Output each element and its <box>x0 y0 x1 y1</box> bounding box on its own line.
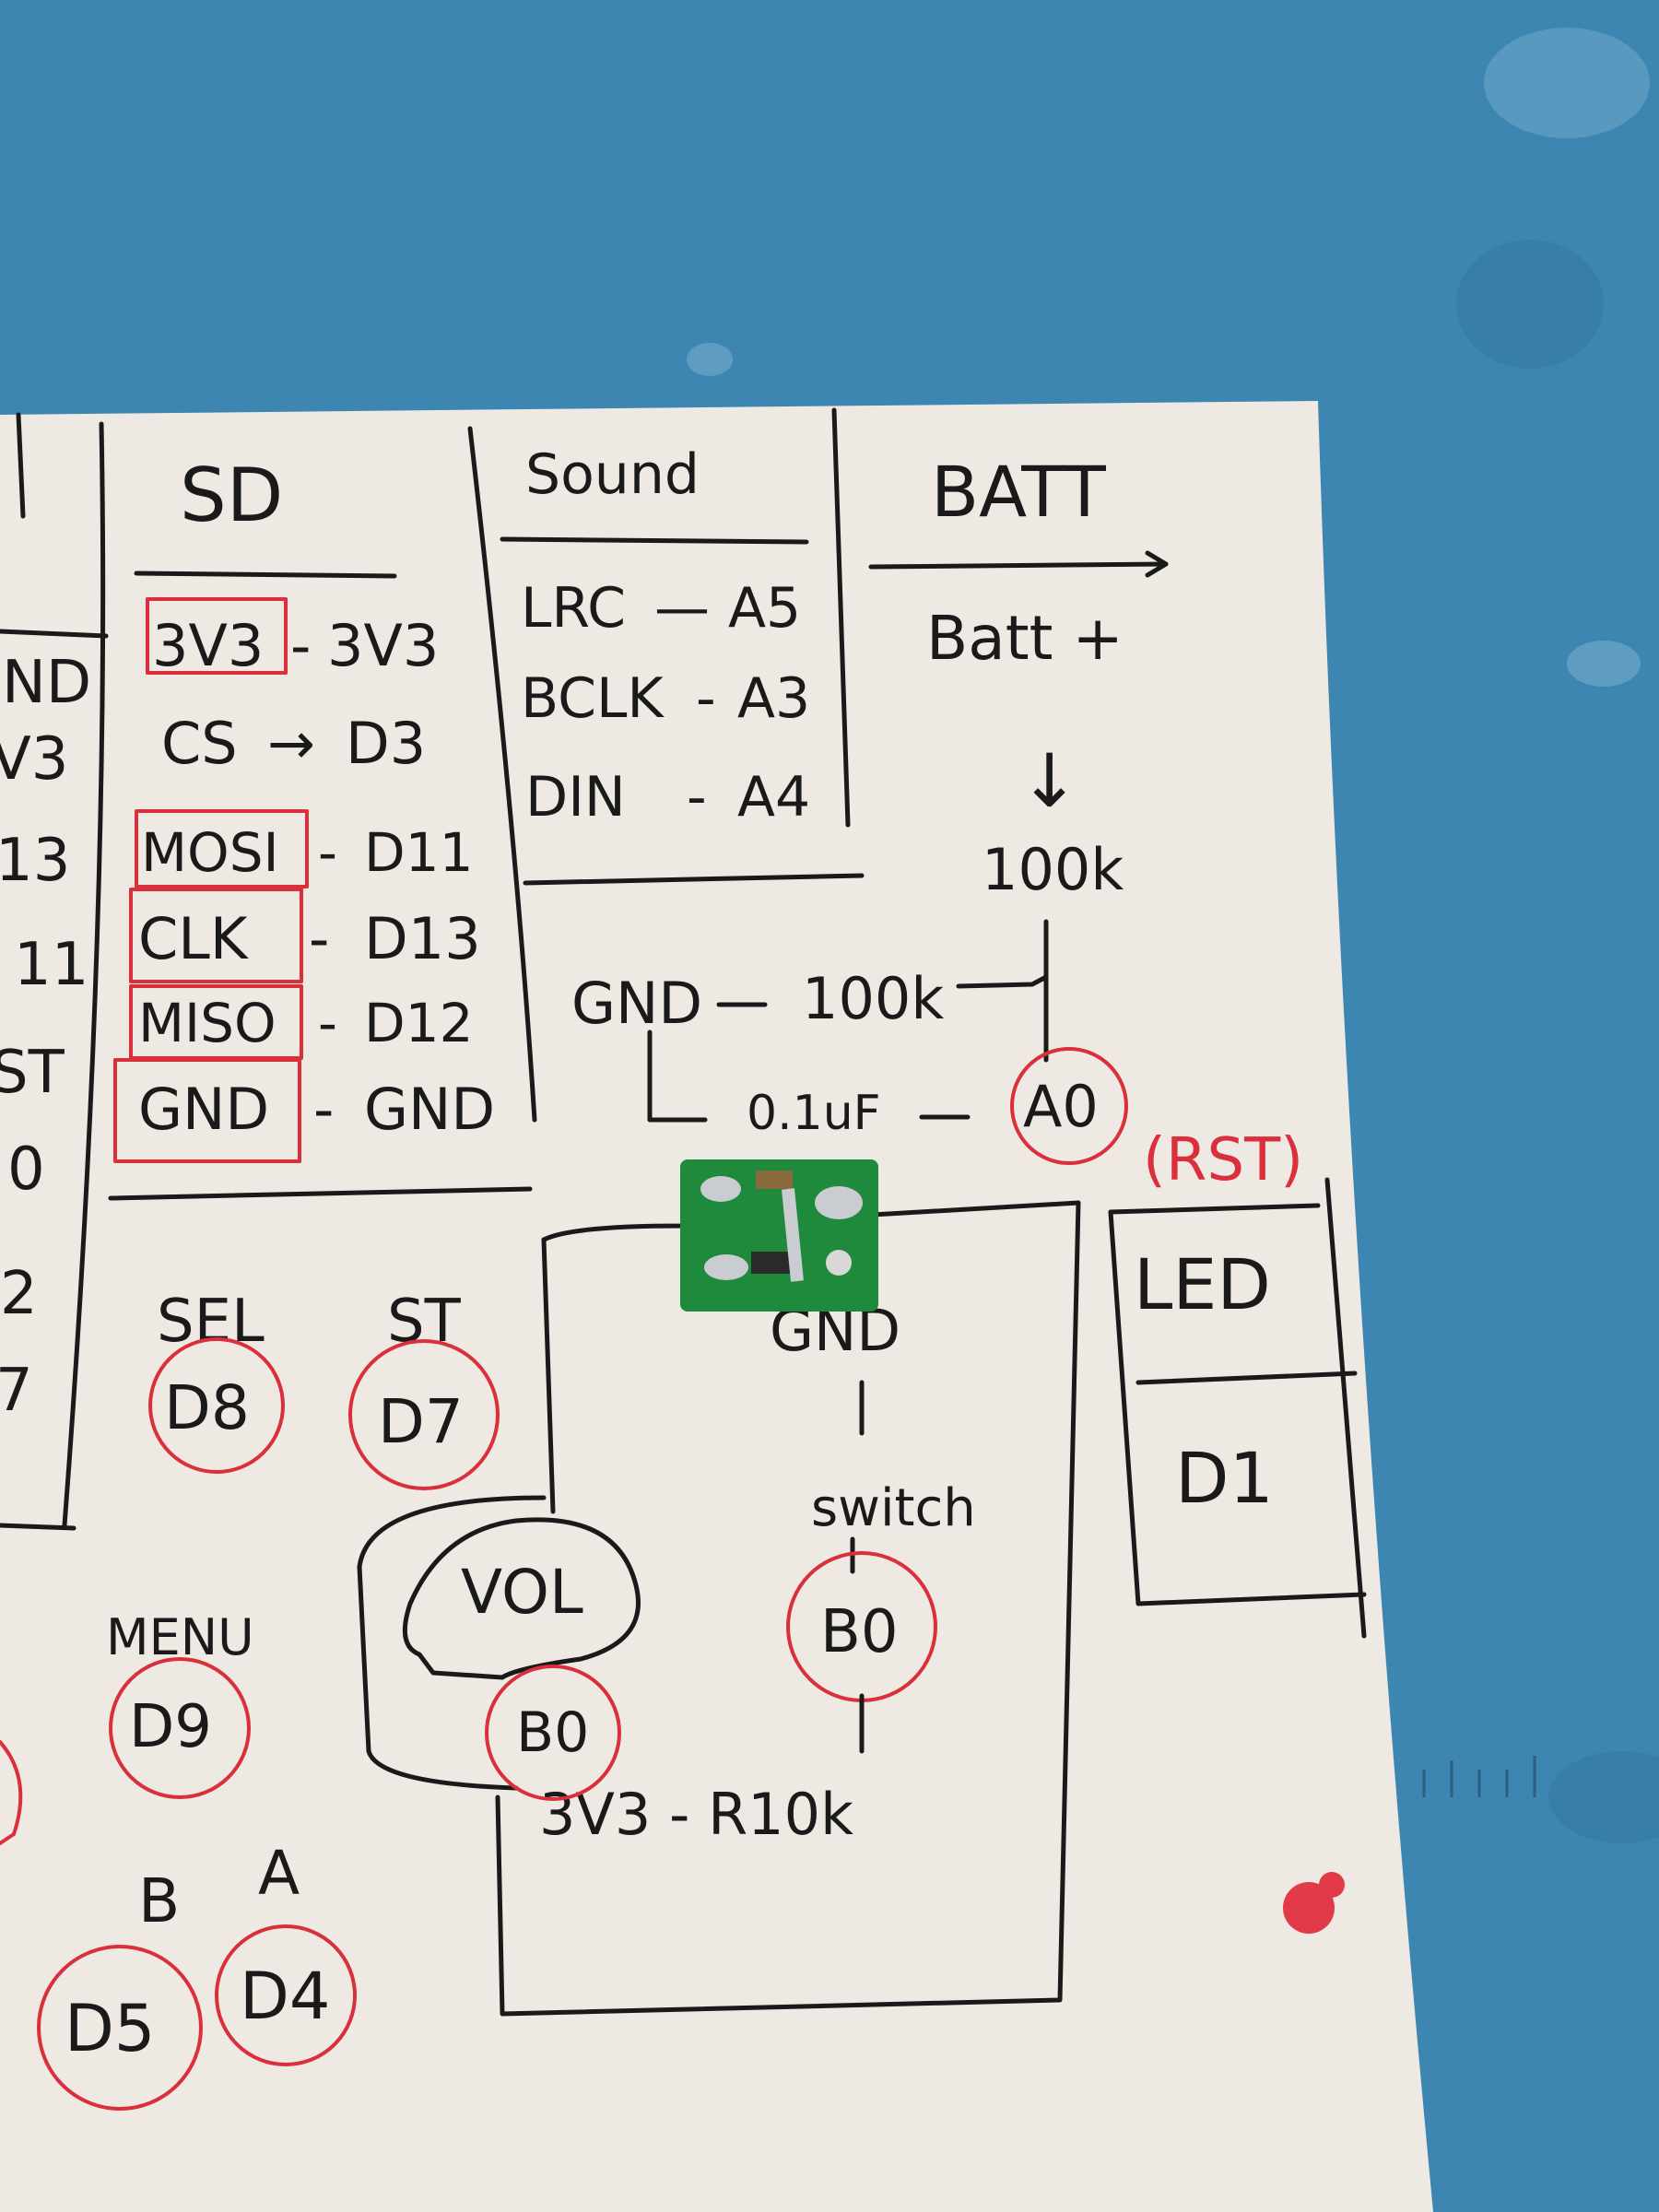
sd-pin-clk: CLK <box>138 905 249 972</box>
batt-section: BATT Batt + ↓ 100k <box>868 451 1169 1063</box>
led-label: LED <box>1134 1243 1271 1325</box>
smd-resistor <box>751 1252 793 1274</box>
btn-st-circle <box>348 1339 500 1490</box>
sd-target-mosi: D11 <box>364 821 473 884</box>
sd-pin-mosi: MOSI <box>141 821 279 884</box>
left-column: ND V3 13 11 ST 0 2 7 <box>0 412 109 1845</box>
switch-pin: B0 <box>820 1598 899 1666</box>
sound-sep-lrc: — <box>654 576 710 641</box>
btn-sel-pin: D8 <box>164 1372 250 1443</box>
sd-pin-cs: CS <box>161 710 238 777</box>
btn-a-pin: D4 <box>240 1959 330 2034</box>
smd-capacitor <box>756 1171 793 1189</box>
batt-title: BATT <box>931 451 1106 533</box>
sd-sep-mosi: - <box>318 821 337 884</box>
switch-label: switch <box>811 1478 976 1538</box>
divider-pin: A0 <box>1023 1073 1099 1140</box>
sd-pin-3v3: 3V3 <box>152 612 264 679</box>
sd-pin-gnd: GND <box>138 1076 269 1143</box>
sd-target-gnd: GND <box>364 1076 495 1143</box>
btn-menu-circle <box>109 1657 251 1799</box>
vol-outline <box>357 1495 547 1791</box>
btn-b-pin: D5 <box>65 1991 155 2066</box>
solder-bridge <box>782 1188 804 1282</box>
sd-pin-box-gnd <box>113 1058 301 1163</box>
btn-a-label: A <box>258 1838 300 1909</box>
sd-target-cs: D3 <box>346 710 426 777</box>
btn-a-circle <box>215 1924 357 2066</box>
left-row-6: 2 <box>0 1260 38 1328</box>
batt-arrow: ↓ <box>1018 738 1080 824</box>
btn-sel-circle <box>148 1337 285 1474</box>
left-row-5: 0 <box>7 1135 45 1204</box>
sd-target-clk: D13 <box>364 905 481 972</box>
vol-label: VOL <box>461 1557 583 1628</box>
vol-pin: B0 <box>516 1700 589 1765</box>
red-ink-blot <box>1283 1882 1335 1934</box>
sd-section: SD 3V3 - 3V3 CS → D3 MOSI - D11 CLK - D1… <box>108 426 537 1201</box>
left-row-3: 11 <box>14 931 88 999</box>
divider-capacitor: 0.1uF <box>747 1086 881 1141</box>
left-row-0: ND <box>2 649 91 717</box>
sd-target-3v3: 3V3 <box>327 612 439 679</box>
sd-pin-box-3v3 <box>146 597 288 675</box>
solder-pad-1 <box>700 1176 741 1202</box>
sd-pin-miso: MISO <box>138 992 276 1054</box>
btn-menu-pin: D9 <box>129 1693 212 1761</box>
sound-target-lrc: A5 <box>728 576 801 641</box>
btn-menu-label: MENU <box>106 1608 254 1666</box>
divider-resistor: 100k <box>802 965 944 1032</box>
sd-sep-gnd: - <box>313 1076 334 1143</box>
vol-pin-circle <box>485 1665 621 1801</box>
sd-title: SD <box>180 453 283 538</box>
sound-target-bclk: A3 <box>737 666 810 731</box>
led-section: LED D1 <box>1108 1177 1367 1639</box>
solder-pad-3 <box>815 1186 863 1219</box>
sd-sep-cs: → <box>267 710 315 777</box>
divider-section: GND 100k 0.1uF A0 (RST) <box>571 965 1303 1194</box>
sound-title: Sound <box>525 442 700 507</box>
left-row-2: 13 <box>0 827 70 895</box>
divider-gnd: GND <box>571 970 702 1037</box>
sound-sep-bclk: - <box>696 666 716 731</box>
left-row-7: 7 <box>0 1357 33 1425</box>
sound-pin-bclk: BCLK <box>521 666 665 731</box>
pcb-module <box>680 1159 878 1312</box>
pcb-hole <box>826 1250 852 1276</box>
sound-target-din: A4 <box>737 765 810 830</box>
sound-pin-lrc: LRC <box>521 576 626 641</box>
left-row-1: V3 <box>0 725 69 794</box>
sd-pin-box-mosi <box>135 809 309 888</box>
ruler-marks <box>1422 1756 1536 1797</box>
led-pin: D1 <box>1175 1437 1274 1519</box>
sd-sep-clk: - <box>309 905 329 972</box>
divider-note: (RST) <box>1143 1126 1303 1194</box>
sd-pin-box-clk <box>129 888 303 983</box>
sound-pin-din: DIN <box>525 765 626 830</box>
vol-section: VOL B0 <box>357 1495 641 1801</box>
sd-target-miso: D12 <box>364 992 473 1054</box>
sound-section: Sound LRC — A5 BCLK - A3 DIN - A4 <box>500 407 865 886</box>
divider-pin-circle <box>1010 1047 1128 1165</box>
btn-b-circle <box>37 1945 203 2111</box>
sd-sep-miso: - <box>318 992 337 1054</box>
btn-b-label: B <box>138 1865 180 1936</box>
sound-sep-din: - <box>687 765 707 830</box>
sd-sep-3v3: - <box>290 612 311 679</box>
batt-plus-label: Batt + <box>926 603 1124 674</box>
solder-pad-2 <box>704 1254 748 1280</box>
switch-pullup: 3V3 - R10k <box>539 1781 853 1848</box>
batt-resistor: 100k <box>982 836 1124 903</box>
left-row-4: ST <box>0 1039 65 1107</box>
btn-st-pin: D7 <box>378 1386 464 1457</box>
button-pins: SEL D8 ST D7 MENU D9 B D5 A D4 <box>37 1288 500 2111</box>
mat-stains <box>687 28 1659 1843</box>
